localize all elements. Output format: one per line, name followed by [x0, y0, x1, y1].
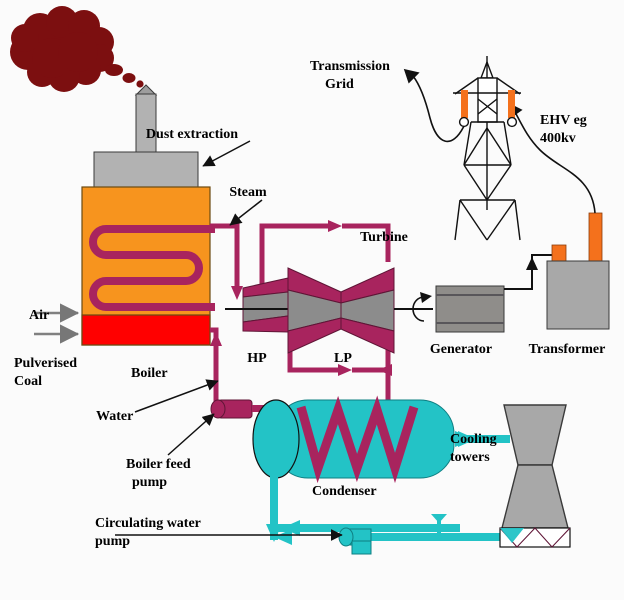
chimney-stack: [134, 84, 158, 154]
air-coal-inlet-arrows: [34, 303, 80, 344]
label-boiler: Boiler: [131, 366, 168, 381]
smoke-cloud: [10, 6, 144, 92]
label-transmission-grid-line1: Transmission: [310, 59, 390, 74]
label-cooling-line1: Cooling: [450, 432, 497, 447]
transformer-bushing-high: [588, 212, 603, 264]
label-lp: LP: [334, 351, 352, 366]
smoke-puff-mid: [122, 73, 136, 83]
label-pulverised-line2: Coal: [14, 374, 42, 389]
label-ehv-line1: EHV eg: [540, 113, 587, 128]
generator: [435, 285, 505, 333]
cooling-tower: [499, 404, 571, 548]
label-cooling-line2: towers: [450, 450, 490, 465]
smoke-puff-large: [105, 64, 123, 76]
callout-leaders: [115, 140, 343, 541]
boiler: [81, 186, 215, 346]
condenser-tube-bundle: [296, 395, 419, 484]
hp-turbine: [242, 277, 289, 333]
label-pulverised-line1: Pulverised: [14, 356, 77, 371]
generator-shaft: [394, 292, 433, 322]
cooling-water-arrowheads: [455, 431, 474, 447]
boiler-coil: [89, 225, 215, 311]
label-dust-extraction: Dust extraction: [146, 127, 238, 142]
label-boiler-feed-pump-line1: Boiler feed: [126, 457, 191, 472]
label-circulating-line1: Circulating water: [95, 516, 201, 531]
grid-outgoing-cable: [403, 68, 465, 143]
transmission-pylon: [453, 56, 521, 241]
label-condenser: Condenser: [312, 484, 377, 499]
label-ehv-line2: 400kv: [540, 131, 576, 146]
generator-transformer-cable: [504, 254, 565, 290]
circulating-water-pump: [338, 527, 372, 555]
smoke-puff-small: [136, 80, 144, 88]
label-transmission-grid-line2: Grid: [325, 77, 354, 92]
label-circulating-line2: pump: [95, 534, 130, 549]
lp-turbine: [287, 267, 395, 354]
label-boiler-feed-pump-line2: pump: [132, 475, 167, 490]
steam-piping: [210, 220, 392, 415]
boiler-furnace-fire: [81, 314, 211, 346]
label-transformer: Transformer: [529, 342, 606, 357]
label-generator: Generator: [430, 342, 492, 357]
transformer: [546, 212, 610, 330]
dust-extraction-unit: [93, 151, 199, 188]
transformer-bushing-low: [551, 244, 567, 263]
label-water: Water: [96, 409, 133, 424]
cooling-line-vent: [431, 514, 447, 534]
label-air: Air: [29, 308, 49, 323]
condenser: [252, 395, 455, 484]
label-hp: HP: [247, 351, 267, 366]
label-turbine: Turbine: [360, 230, 408, 245]
label-steam: Steam: [229, 185, 267, 200]
